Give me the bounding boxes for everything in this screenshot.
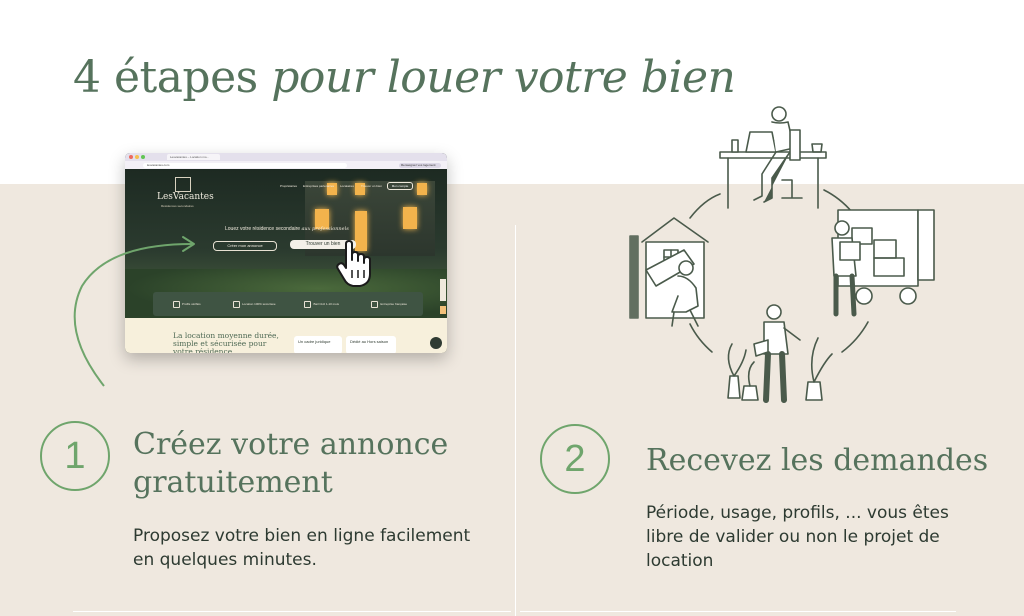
logo-icon [175, 177, 191, 192]
step-1-description: Proposez votre bien en ligne facilement … [133, 526, 471, 570]
find-property-button: Trouver un bien [290, 240, 356, 249]
chat-bubble-icon [430, 337, 442, 349]
house-window [403, 207, 417, 229]
feature-label: Entreprise française [380, 302, 408, 306]
site-logo-subtitle: Résidences secondaires [161, 204, 194, 208]
title-italic: pour louer votre bien [271, 52, 736, 103]
house-door [355, 211, 367, 251]
document-icon [304, 300, 312, 308]
close-dot-icon [129, 155, 133, 159]
minimize-dot-icon [135, 155, 139, 159]
feature-item: Profils vérifiés [153, 292, 221, 316]
house-window [355, 183, 365, 195]
title-regular: 4 étapes [73, 52, 258, 103]
browser-tab: Lesvacantes – Location mo... [167, 154, 220, 160]
check-profile-icon [172, 300, 180, 308]
feature-label: Bail Civil 1-10 mois [313, 302, 339, 306]
hero-tagline: Louez votre résidence secondaire aux pro… [225, 226, 349, 232]
page-title: 4 étapes pour louer votre bien [73, 52, 736, 103]
maximize-dot-icon [141, 155, 145, 159]
nav-item-owners: Propriétaires [280, 184, 298, 188]
step-1-number: 1 [40, 421, 110, 491]
browser-extension-pill: Renseignez vos logement [399, 162, 441, 168]
feature-strip: Profils vérifiés Location 100% sécurisée… [153, 292, 423, 316]
feature-item: Location 100% sécurisée [221, 292, 289, 316]
feature-label: Profils vérifiés [181, 302, 201, 306]
browser-url: lesvacantes.com [143, 162, 347, 168]
cream-section-text: La location moyenne durée, simple et séc… [173, 331, 279, 354]
browser-tab-bar: Lesvacantes – Location mo... [125, 153, 447, 161]
side-tab [440, 279, 446, 301]
feature-label: Location 100% sécurisée [241, 302, 276, 306]
house-window [315, 209, 329, 229]
hero-tagline-italic: aux professionnels [301, 226, 349, 232]
house-photo [305, 181, 435, 256]
info-card: Un cadre juridique [294, 336, 342, 353]
step-2-description: Période, usage, profils, ... vous êtes l… [646, 503, 949, 571]
flag-icon [371, 300, 379, 308]
shield-icon [232, 300, 240, 308]
website-screenshot: Lesvacantes – Location mo... lesvacantes… [125, 153, 447, 353]
hero-tagline-start: Louez votre résidence secondaire [225, 226, 301, 232]
create-listing-button: Créer mon annonce [213, 241, 277, 251]
feature-item: Bail Civil 1-10 mois [288, 292, 356, 316]
house-window [327, 183, 337, 195]
bottom-divider-right [520, 611, 956, 612]
step-2-number: 2 [540, 424, 610, 494]
column-divider [515, 225, 516, 616]
hand-cursor-icon [336, 240, 371, 287]
nav-item-find: Trouver un bien [361, 184, 382, 188]
feature-item: Entreprise française [356, 292, 424, 316]
site-logo: LesVacantes [157, 192, 214, 202]
nav-item-partners: Entreprises partenaires [303, 184, 335, 188]
nav-account-button: Mon compte [387, 182, 413, 190]
bottom-divider-left [73, 611, 511, 612]
rental-cycle-illustration [629, 106, 935, 403]
browser-address-bar: lesvacantes.com Renseignez vos logement [125, 161, 447, 169]
info-card: Dédié au Hors saison [346, 336, 396, 353]
nav-item-tenants: Locataires [340, 184, 354, 188]
step-2-title: Recevez les demandes [646, 443, 989, 478]
phone-icon [440, 306, 446, 314]
step-1-title: Créez votre annonce gratuitement [133, 427, 449, 500]
house-window [417, 183, 427, 195]
